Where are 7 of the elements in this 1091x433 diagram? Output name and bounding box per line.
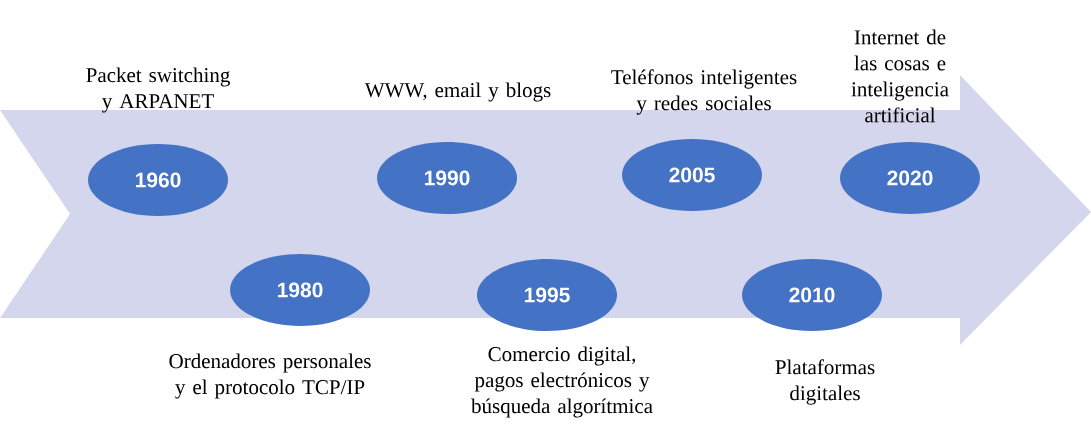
description-text: Internet de las cosas e inteligencia artificial (851, 29, 949, 123)
description-text: Teléfonos inteligentes y redes sociales (611, 69, 797, 115)
description-text: Ordenadores personales y el protocolo TCP/IP (169, 353, 371, 399)
description-text: Comercio digital, pagos electrónicos y búsqueda algorítmica (471, 346, 653, 418)
description-text: Packet switching y ARPANET (86, 67, 230, 113)
description-text: Plataformas digitales (775, 359, 875, 405)
description-text: WWW, email y blogs (364, 82, 551, 102)
